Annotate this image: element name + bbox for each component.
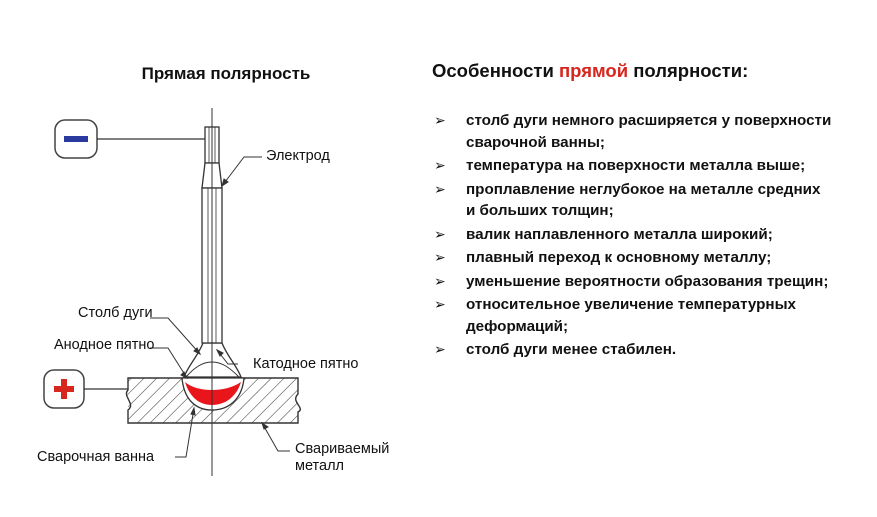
features-title-accent: прямой — [558, 60, 629, 81]
list-item: ➢ температура на поверхности металла выше… — [432, 155, 872, 177]
bullet-arrow-icon: ➢ — [434, 341, 446, 357]
list-item: ➢ относительное увеличение температурных д… — [432, 294, 872, 337]
list-item: ➢ уменьшение вероятности образования трещ… — [432, 271, 872, 293]
bullet-arrow-icon: ➢ — [434, 225, 446, 242]
list-item: ➢ проплавление неглубокое на металле сред… — [432, 179, 872, 222]
bullet-arrow-icon: ➢ — [434, 296, 446, 312]
list-item-line: относительное увеличение температурных — [466, 296, 797, 313]
plus-terminal — [43, 369, 128, 409]
molten-zone — [185, 382, 241, 405]
minus-terminal — [54, 119, 205, 159]
label-base-metal-line2: металл — [295, 458, 345, 474]
bullet-arrow-icon: ➢ — [434, 272, 446, 289]
leader-lines — [150, 156, 290, 458]
features-title-after: полярности: — [628, 60, 749, 81]
list-item-line: столб дуги немного расширяется у поверхн… — [466, 112, 832, 129]
list-item-line: проплавление неглубокое на металле средн… — [466, 180, 821, 198]
bullet-arrow-icon: ➢ — [434, 112, 446, 128]
polarity-diagram — [43, 108, 301, 476]
label-anode-spot: Анодное пятно — [54, 337, 155, 353]
label-electrode: Электрод — [266, 148, 330, 164]
list-item-line: валик наплавленного металла широкий; — [466, 225, 773, 243]
label-base-metal: Свариваемый металл — [295, 441, 389, 475]
label-weld-pool: Сварочная ванна — [37, 449, 155, 465]
bullet-arrow-icon: ➢ — [434, 180, 446, 197]
features-list: ➢ столб дуги немного расширяется у поверх… — [432, 110, 872, 363]
list-item-line: плавный переход к основному металлу; — [466, 249, 772, 266]
list-item-line: столб дуги менее стабилен. — [466, 341, 677, 358]
list-item: ➢ столб дуги немного расширяется у поверх… — [432, 110, 872, 153]
list-item-line: деформаций; — [466, 317, 569, 335]
list-item-line: и больших толщин; — [466, 202, 614, 219]
list-item: ➢ столб дуги менее стабилен. — [432, 339, 872, 361]
label-base-metal-line1: Свариваемый — [295, 441, 390, 457]
features-title-before: Особенности — [432, 60, 559, 81]
bullet-arrow-icon: ➢ — [434, 157, 446, 173]
list-item-line: уменьшение вероятности образования трещи… — [466, 272, 829, 290]
bullet-arrow-icon: ➢ — [434, 249, 446, 265]
list-item: ➢ валик наплавленного металла широкий; — [432, 224, 872, 246]
diagram-title: Прямая полярность — [141, 64, 311, 83]
features-title: Особенности прямой полярности: — [432, 60, 748, 82]
label-cathode-spot: Катодное пятно — [253, 356, 359, 372]
list-item-line: сварочной ванны; — [466, 133, 605, 151]
list-item-line: температура на поверхности металла выше; — [466, 157, 806, 174]
list-item: ➢ плавный переход к основному металлу; — [432, 247, 872, 269]
label-arc-column: Столб дуги — [78, 305, 153, 321]
